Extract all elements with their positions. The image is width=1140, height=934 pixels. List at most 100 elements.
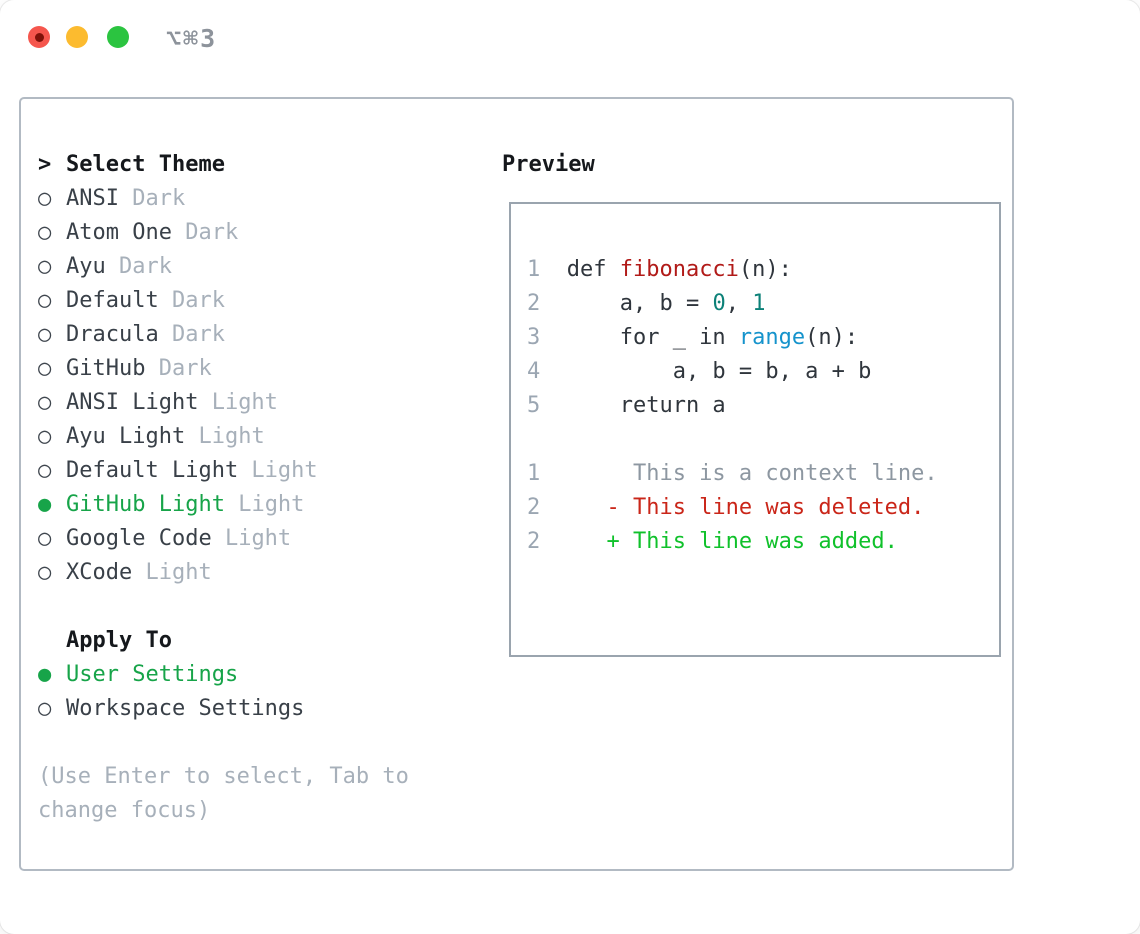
code-line: 4 a, b = b, a + b (527, 355, 999, 389)
title-bar: ⌥⌘3 (0, 0, 1140, 74)
radio-unselected-icon: ○ (38, 560, 52, 585)
theme-list: ○ANSI Dark○Atom One Dark○Ayu Dark○Defaul… (38, 182, 488, 590)
theme-option-google-code[interactable]: ○ Google Code Light (38, 522, 488, 556)
code-token-plain: a, b = (566, 291, 713, 316)
option-variant-label: Light (132, 560, 212, 585)
radio-unselected-icon: ○ (38, 696, 52, 721)
apply-to-list: ● User Settings ○Workspace Settings (38, 658, 488, 726)
code-line: 1 def fibonacci(n): (527, 253, 999, 287)
radio-unselected-icon: ○ (38, 186, 52, 211)
minimize-button[interactable] (66, 26, 88, 48)
code-token-ctx: This is a context line. (566, 461, 938, 486)
zoom-button[interactable] (107, 26, 129, 48)
option-label: GitHub Light (66, 492, 225, 517)
theme-picker-panel: > Select Theme ○ ANSI Dark ○ Atom One Dark ○ A… (19, 97, 1014, 871)
line-number: 1 (527, 461, 541, 486)
apply-option-workspace-settings[interactable]: ○Workspace Settings (38, 692, 488, 726)
radio-unselected-icon: ○ (38, 390, 52, 415)
line-number: 3 (527, 325, 541, 350)
close-button[interactable] (28, 26, 50, 48)
option-variant-label: Dark (145, 356, 212, 381)
apply-to-title: Apply To (66, 628, 172, 653)
theme-option-github-light[interactable]: ● GitHub Light Light (38, 488, 488, 522)
code-token-add: + This line was added. (566, 529, 898, 554)
radio-unselected-icon: ○ (38, 288, 52, 313)
select-theme-title: Select Theme (66, 152, 225, 177)
option-label: ANSI Light (66, 390, 199, 415)
line-number: 2 (527, 495, 541, 520)
option-variant-label: Dark (118, 186, 186, 211)
theme-option-github[interactable]: ○ GitHub Dark (38, 352, 488, 386)
theme-option-ansi-light[interactable]: ○ ANSI Light Light (38, 386, 488, 420)
prompt-caret-icon: > (38, 152, 52, 177)
code-token-num: 1 (752, 291, 766, 316)
option-label: XCode (66, 560, 133, 585)
code-token-plain: (n): (805, 325, 859, 350)
option-variant-label: Light (211, 526, 292, 551)
theme-option-dracula[interactable]: ○Dracula Dark (38, 318, 488, 352)
preview-title: Preview (502, 152, 595, 177)
radio-unselected-icon: ○ (38, 220, 52, 245)
close-dot-icon (34, 32, 44, 42)
option-label: Ayu (66, 254, 106, 279)
code-token-fn: fibonacci (619, 257, 739, 282)
code-line: 2 + This line was added. (527, 525, 999, 559)
radio-unselected-icon: ○ (38, 254, 52, 279)
select-theme-header: > Select Theme (38, 148, 488, 182)
apply-to-header: Apply To (38, 624, 488, 658)
code-token-builtin: range (738, 325, 806, 350)
spacer (38, 590, 488, 624)
option-variant-label: Dark (158, 288, 225, 313)
code-line: 2 - This line was deleted. (527, 491, 999, 525)
radio-unselected-icon: ○ (38, 424, 52, 449)
option-label: Google Code (66, 526, 212, 551)
apply-option-user-settings[interactable]: ● User Settings (38, 658, 488, 692)
radio-unselected-icon: ○ (38, 356, 52, 381)
line-number: 1 (527, 257, 541, 282)
spacer (38, 726, 488, 760)
code-token-plain: a, b = b, a + b (566, 359, 872, 384)
option-variant-label: Light (224, 492, 305, 517)
code-line: 3 for _ in range(n): (527, 321, 999, 355)
theme-option-ayu-light[interactable]: ○ Ayu Light Light (38, 420, 488, 454)
code-token-plain: return a (566, 393, 726, 418)
option-label: GitHub (66, 356, 146, 381)
option-variant-label: Light (185, 424, 265, 449)
code-token-plain: , (725, 291, 753, 316)
theme-list-column: > Select Theme ○ ANSI Dark ○ Atom One Dark ○ A… (38, 148, 488, 828)
option-label: Dracula (66, 322, 159, 347)
line-number: 5 (527, 393, 541, 418)
keyboard-hint: (Use Enter to select, Tab to change focu… (38, 764, 409, 823)
radio-selected-icon: ● (38, 492, 52, 517)
option-label: Ayu Light (66, 424, 186, 449)
option-label: User Settings (66, 662, 239, 687)
theme-option-ayu[interactable]: ○ Ayu Dark (38, 250, 488, 284)
option-variant-label: Dark (105, 254, 172, 279)
line-number: 2 (527, 529, 541, 554)
option-label: Atom One (66, 220, 172, 245)
option-label: ANSI (66, 186, 119, 211)
theme-option-default[interactable]: ○ Default Dark (38, 284, 488, 318)
code-token-plain: def (566, 257, 620, 282)
theme-option-ansi[interactable]: ○ ANSI Dark (38, 182, 488, 216)
line-number: 4 (527, 359, 541, 384)
line-number: 2 (527, 291, 541, 316)
code-token-plain: (n): (738, 257, 792, 282)
radio-unselected-icon: ○ (38, 526, 52, 551)
theme-option-default-light[interactable]: ○Default Light Light (38, 454, 488, 488)
theme-option-xcode[interactable]: ○ XCode Light (38, 556, 488, 590)
option-label: Default Light (66, 458, 239, 483)
option-variant-label: Light (198, 390, 278, 415)
option-label: Default (66, 288, 159, 313)
code-token-plain: for _ in (566, 325, 739, 350)
code-token-num: 0 (712, 291, 726, 316)
option-variant-label: Light (238, 458, 318, 483)
option-variant-label: Dark (158, 322, 225, 347)
code-token-del: - This line was deleted. (566, 495, 925, 520)
option-variant-label: Dark (171, 220, 239, 245)
code-line: 5 return a (527, 389, 999, 423)
theme-option-atom-one[interactable]: ○ Atom One Dark (38, 216, 488, 250)
radio-selected-icon: ● (38, 662, 52, 687)
